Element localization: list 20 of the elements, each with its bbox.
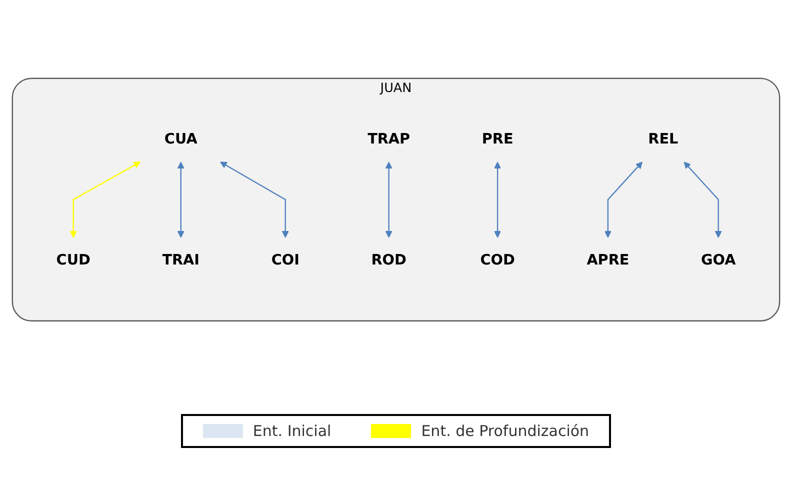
node-text: CUD [56,252,90,270]
node-text: PRE [482,130,514,148]
arrow [220,162,289,238]
node-text: COI [271,252,300,270]
legend-label: Ent. Inicial [252,422,332,440]
node-text: APRE [586,252,630,270]
node-text: GOA [700,252,736,270]
node-text: COD [480,252,515,270]
node-text: TRAP [368,130,410,148]
arrow [604,162,643,238]
arrow [385,162,392,238]
arrow [494,162,502,238]
legend-label: Ent. de Profundización [421,422,590,440]
node-text: CUA [164,130,198,148]
node-text: TRAI [162,252,200,270]
arrow [684,162,722,238]
node-text: REL [648,130,678,148]
arrow [70,162,141,238]
node-text: ROD [371,252,406,270]
arrow [177,162,184,238]
